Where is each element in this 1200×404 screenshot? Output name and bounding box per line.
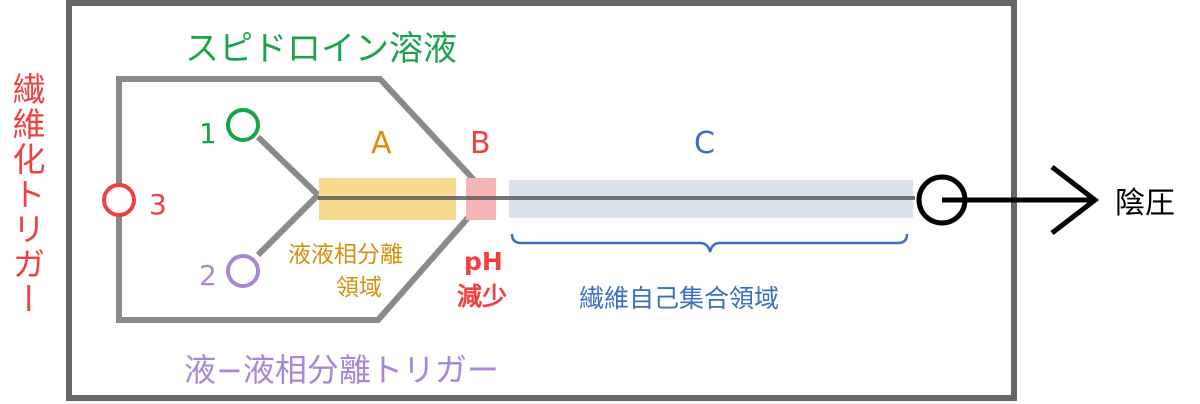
curly-brace-icon [510, 233, 909, 253]
zone-c-label: C [694, 126, 715, 161]
inlet-1-channel [255, 134, 321, 198]
fiber-trigger-label: 繊維化トリガー [7, 72, 46, 317]
zone-a-desc-line2: 領域 [336, 275, 382, 301]
spidroin-solution-label: スピドロイン溶液 [185, 29, 457, 69]
inlet-2-label: 2 [199, 259, 217, 292]
inlet-3-port [102, 183, 136, 217]
zone-b-label: B [470, 126, 491, 161]
inlet-2-channel [255, 192, 321, 258]
inlet-1-port [226, 108, 260, 142]
inlet-1-label: 1 [199, 117, 217, 150]
zone-a-desc-line1: 液液相分離 [288, 242, 403, 268]
zone-c-desc: 繊維自己集合領域 [579, 284, 779, 313]
negative-pressure-label: 陰圧 [1115, 186, 1175, 221]
zone-b-desc-line2: 減少 [457, 282, 507, 311]
arrow-head [1050, 165, 1100, 235]
zone-b-desc-line1: pH [464, 247, 503, 276]
inlet-2-port [226, 254, 260, 288]
zone-a-label: A [371, 126, 392, 161]
inlet-3-label: 3 [149, 188, 167, 221]
llps-trigger-label: 液−液相分離トリガー [184, 351, 499, 389]
